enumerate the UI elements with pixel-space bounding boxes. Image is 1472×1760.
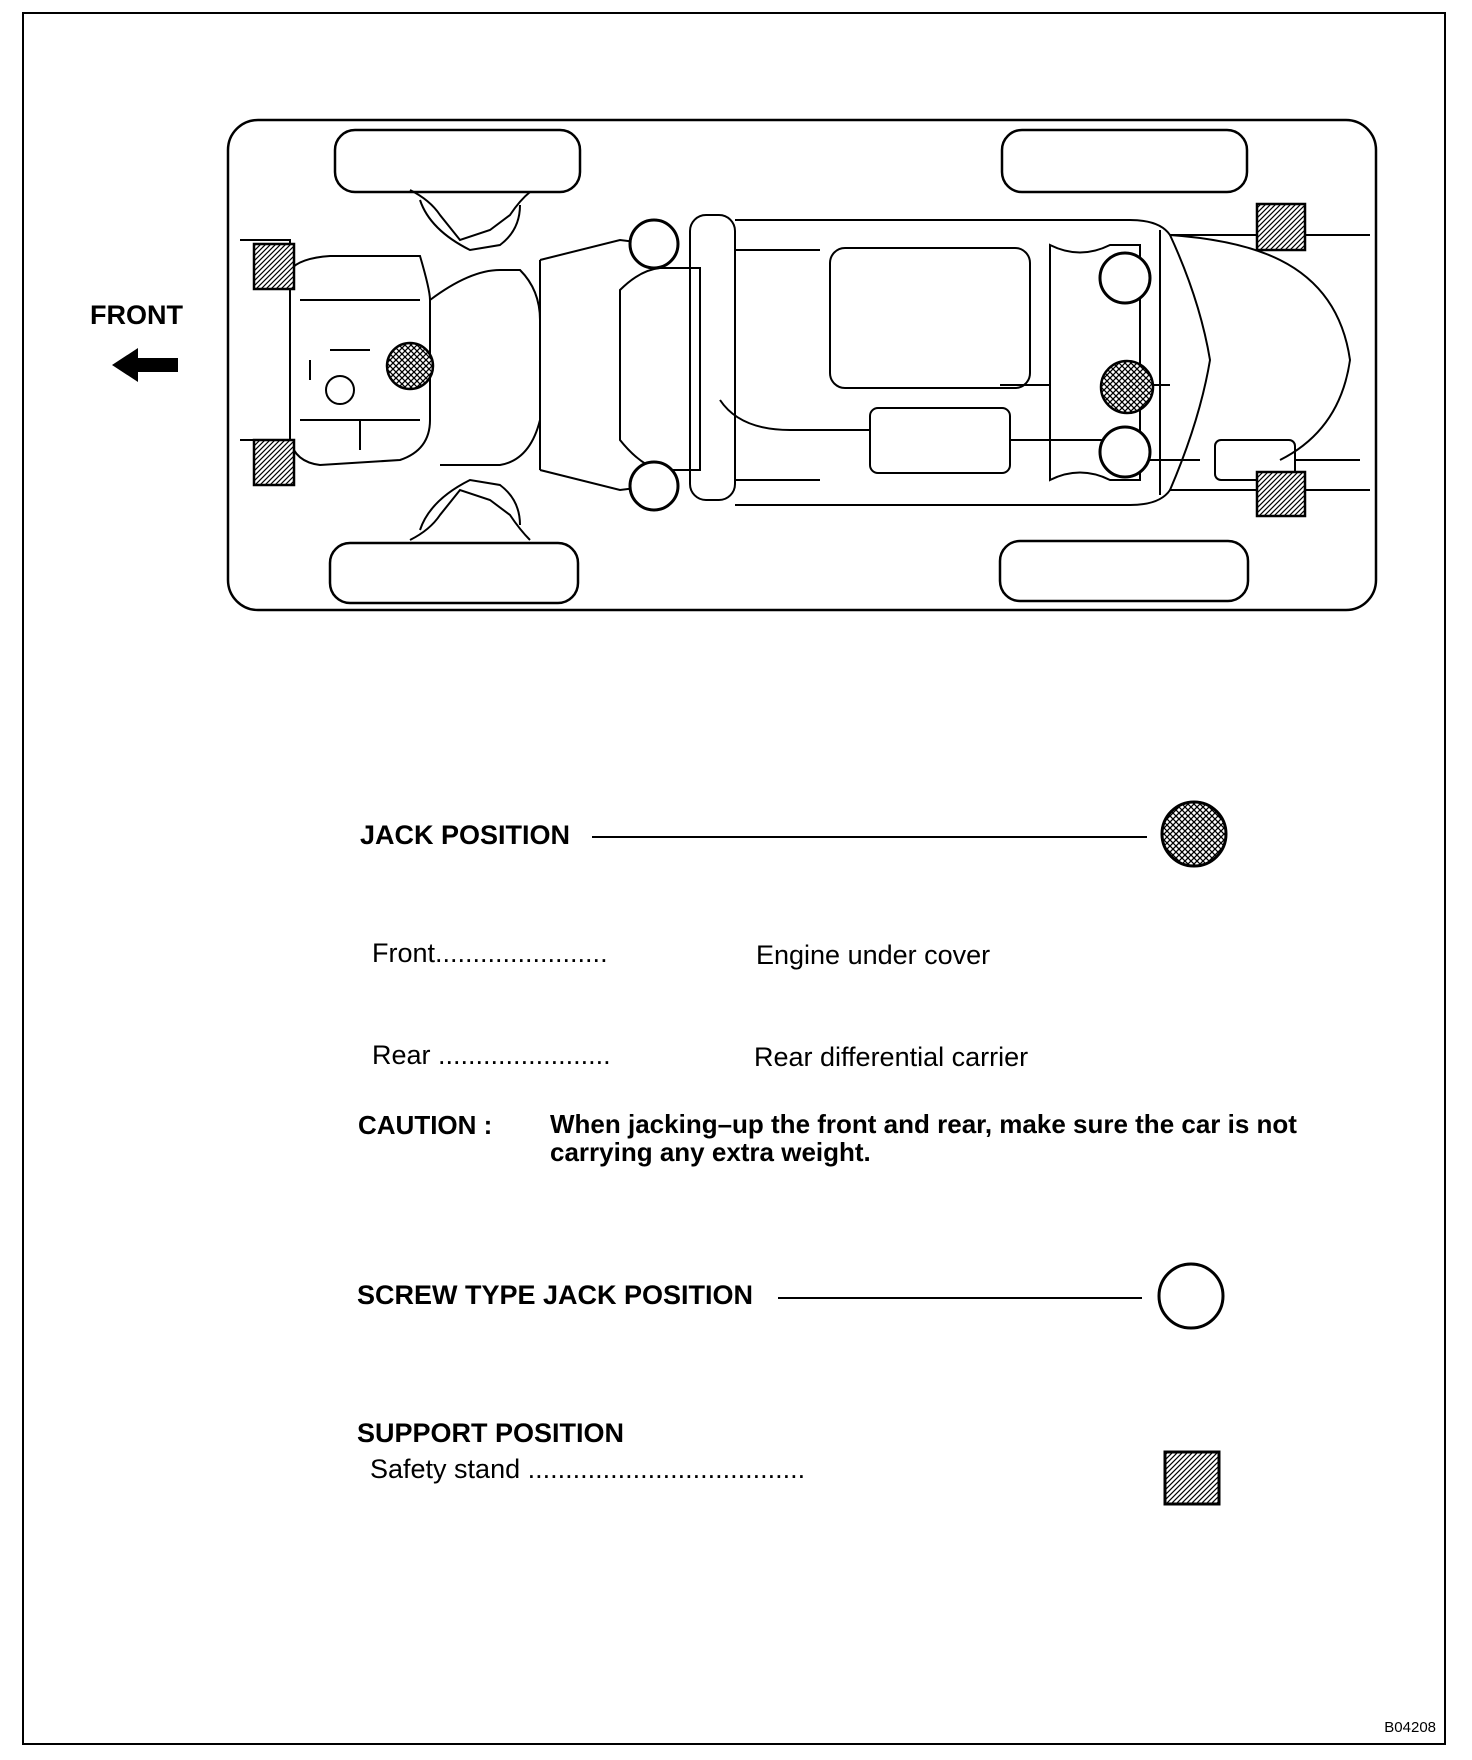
front-label: FRONT (90, 300, 183, 330)
support-marker-rear-right (1255, 470, 1307, 518)
vehicle-body-outline (226, 118, 1378, 612)
front-row-label: Front (372, 938, 436, 968)
support-title: SUPPORT POSITION (357, 1418, 625, 1448)
jack-position-title: JACK POSITION (360, 820, 571, 850)
screw-jack-marker-front-right (628, 460, 680, 512)
wheel-front-right (328, 541, 580, 605)
open-circle-icon (1157, 1262, 1225, 1330)
screw-jack-marker-rear-left (1098, 251, 1152, 305)
jack-marker-rear (1099, 359, 1155, 415)
figure-frame (22, 12, 1446, 1745)
screw-jack-title: SCREW TYPE JACK POSITION (357, 1280, 754, 1310)
front-row-value: Engine under cover (756, 940, 991, 970)
rear-row-label: Rear (372, 1040, 431, 1070)
wheel-rear-left (1000, 128, 1249, 194)
jack-position-leader-line (592, 836, 1147, 838)
rear-row: Rear ....................... (372, 1040, 611, 1071)
screw-jack-leader-line (778, 1297, 1142, 1299)
support-row: Safety stand ...........................… (370, 1454, 805, 1485)
wheels (328, 128, 1250, 605)
support-row-dots: ..................................... (527, 1454, 806, 1484)
caution-label: CAUTION : (358, 1110, 493, 1140)
screw-jack-marker-front-left (628, 218, 680, 270)
hatched-square-icon (1163, 1450, 1221, 1506)
cross-hatched-circle-icon (1160, 800, 1228, 868)
front-row-dots: ....................... (435, 938, 608, 968)
front-row: Front....................... (372, 938, 608, 969)
screw-jack-markers (628, 218, 1152, 512)
caution-text: When jacking–up the front and rear, make… (550, 1109, 1297, 1167)
jack-marker-front (385, 341, 435, 391)
rear-row-value: Rear differential carrier (754, 1042, 1029, 1072)
wheel-rear-right (998, 539, 1250, 603)
jack-markers (385, 341, 1155, 415)
support-marker-front-left (252, 242, 296, 291)
figure-code: B04208 (1384, 1719, 1436, 1736)
rear-row-dots: ....................... (438, 1040, 611, 1070)
support-marker-rear-left (1255, 202, 1307, 252)
support-item-label: Safety stand (370, 1454, 521, 1484)
screw-jack-marker-rear-right (1098, 425, 1152, 479)
arrow-left-icon (112, 348, 178, 382)
support-marker-front-right (252, 438, 296, 487)
support-markers (252, 202, 1307, 518)
wheel-front-left (333, 128, 582, 194)
